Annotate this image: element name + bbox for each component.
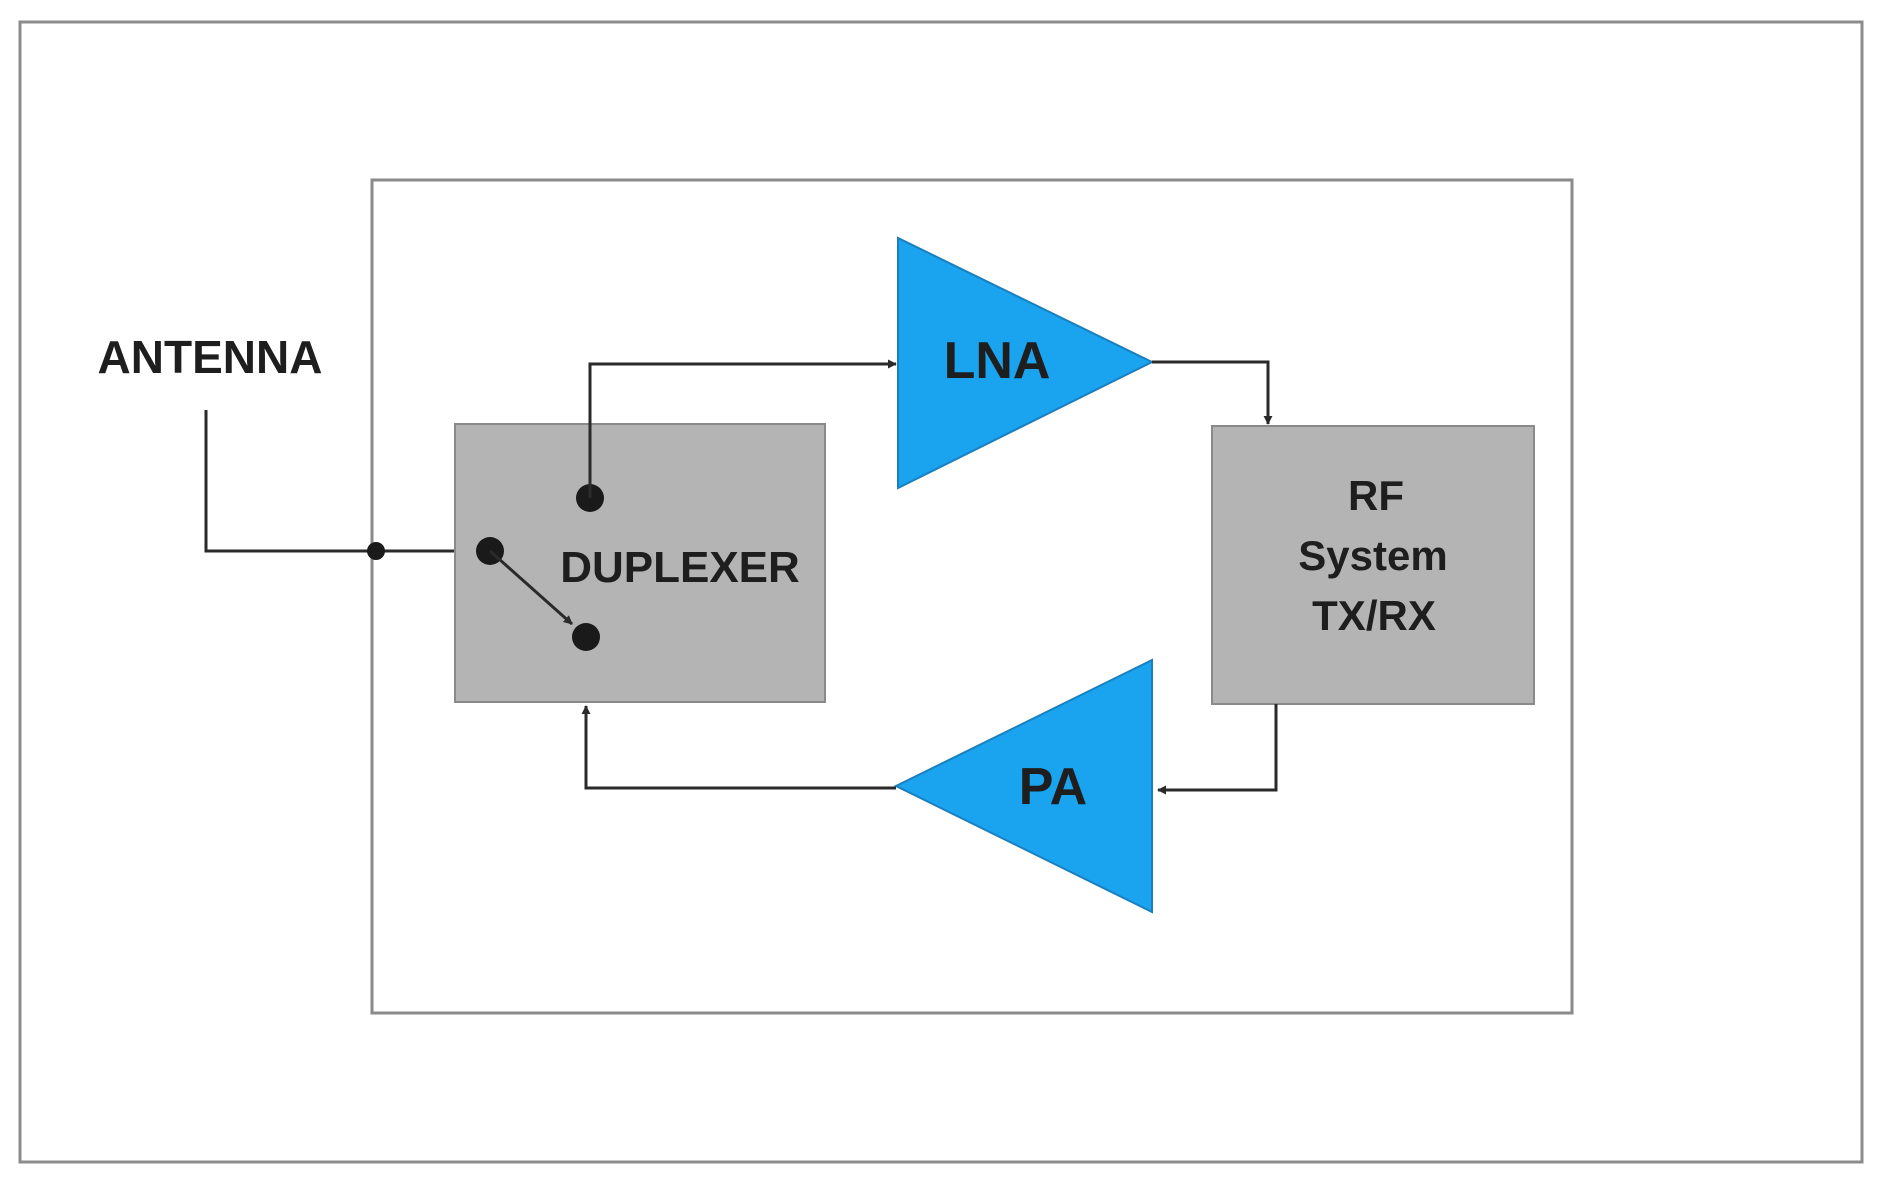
duplexer-switch-arm [489,549,573,626]
lna-amplifier [897,236,1155,490]
tx-line-to-duplexer [581,705,896,790]
antenna-feed-line [204,410,490,553]
rf-system-label-line1: RF [1348,472,1404,519]
rf-system-label-line3: TX/RX [1312,592,1436,639]
antenna-label: ANTENNA [98,331,323,383]
rx-line-to-lna [588,359,897,498]
pa-label: PA [1019,758,1087,816]
module-boundary [370,178,1574,1015]
antenna-junction-dot [367,542,385,560]
duplexer-tx-contact [572,623,600,651]
duplexer-block [454,423,826,703]
duplexer-label: DUPLEXER [560,543,800,592]
rf-system-block [1211,425,1535,705]
rf-system-label-line2: System [1298,532,1447,579]
lna-label: LNA [944,332,1051,390]
outer-frame [18,20,1864,1164]
rf-line-to-pa [1157,704,1278,795]
lna-line-to-rf [1152,360,1273,425]
pa-amplifier [893,658,1153,914]
